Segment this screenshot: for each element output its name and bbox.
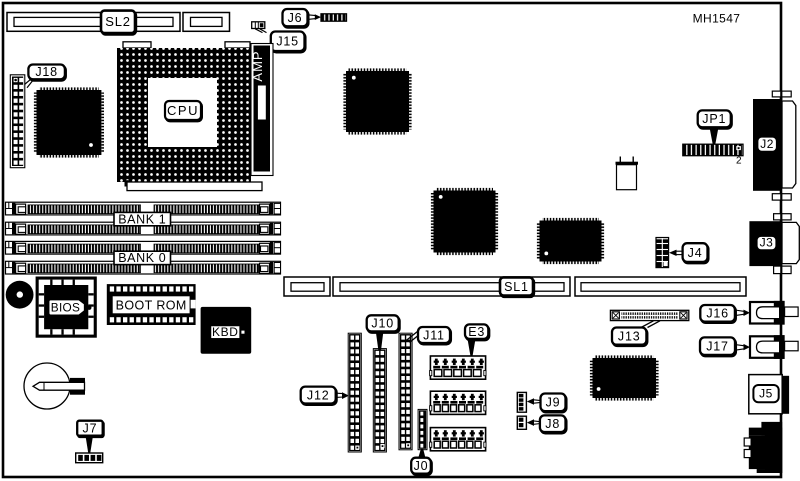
svg-text:BIOS: BIOS [51, 301, 80, 315]
svg-text:BANK 1: BANK 1 [118, 212, 166, 226]
svg-text:J9: J9 [546, 396, 561, 410]
svg-text:BANK 0: BANK 0 [118, 251, 166, 265]
svg-text:J3: J3 [760, 236, 774, 250]
svg-text:AMP: AMP [250, 50, 265, 81]
svg-text:J4: J4 [688, 246, 703, 260]
svg-text:E3: E3 [468, 325, 485, 339]
svg-text:KBD: KBD [212, 325, 238, 339]
svg-text:J10: J10 [371, 317, 394, 331]
svg-text:MH1547: MH1547 [693, 12, 741, 26]
svg-text:J13: J13 [618, 329, 641, 343]
svg-text:J12: J12 [307, 388, 330, 402]
svg-text:J18: J18 [35, 65, 58, 79]
svg-text:SL1: SL1 [504, 280, 529, 294]
svg-text:CPU: CPU [167, 103, 199, 118]
svg-text:J15: J15 [276, 35, 299, 49]
svg-text:J0: J0 [414, 459, 429, 473]
svg-text:J11: J11 [423, 328, 445, 342]
svg-text:J7: J7 [83, 422, 98, 436]
svg-text:J6: J6 [288, 11, 303, 25]
svg-text:SL2: SL2 [105, 14, 131, 29]
svg-text:J8: J8 [545, 417, 560, 431]
svg-text:JP1: JP1 [702, 112, 726, 126]
svg-text:BOOT ROM: BOOT ROM [116, 299, 187, 313]
svg-text:J2: J2 [760, 137, 774, 151]
svg-text:J5: J5 [759, 387, 773, 401]
svg-text:J17: J17 [706, 339, 729, 353]
svg-text:J16: J16 [706, 307, 729, 321]
svg-text:2: 2 [736, 156, 742, 167]
